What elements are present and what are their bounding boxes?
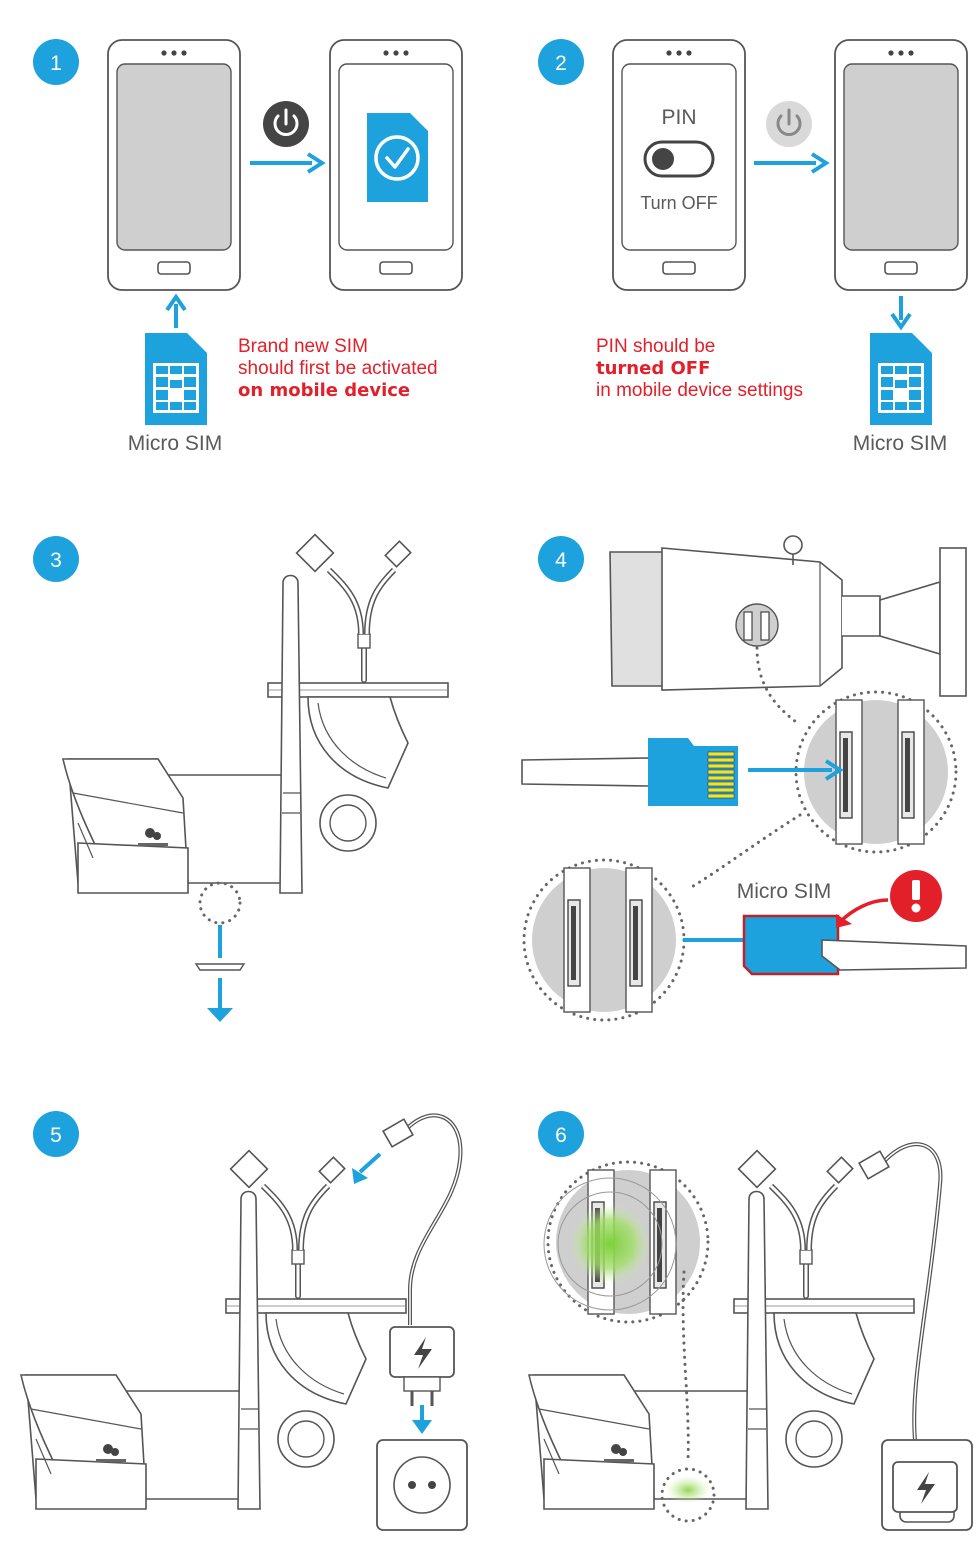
arrow-down (890, 296, 912, 331)
slot-cover (194, 963, 246, 971)
sim-label: Micro SIM (737, 880, 832, 903)
y-cable (297, 535, 411, 680)
toggle-label: Turn OFF (640, 193, 717, 213)
camera-body (62, 574, 449, 894)
camera-body (20, 1190, 407, 1510)
wall-socket-icon (376, 1439, 468, 1531)
led-glow (666, 1476, 710, 1504)
note-line-3: on mobile device (238, 380, 410, 401)
slot-zoom-bottom (531, 867, 677, 1013)
arrow-down (194, 925, 246, 1022)
cover-highlight (198, 881, 242, 925)
step-5: 5 (20, 1111, 468, 1531)
arrow-up (165, 293, 187, 328)
arrow-connect (352, 1152, 382, 1184)
step-5-badge (33, 1111, 79, 1157)
step-1: 1 Micro SIM Brand new SIM should first b… (33, 39, 463, 455)
sim-card-icon (870, 333, 932, 425)
camera-rear-view (609, 535, 967, 697)
step-2-badge (538, 39, 584, 85)
step-3-number: 3 (50, 549, 62, 572)
step-6-number: 6 (555, 1124, 567, 1147)
note-line-3: in mobile device settings (596, 380, 803, 401)
sim-card-icon (145, 333, 207, 425)
toggle-icon (643, 140, 715, 178)
step-1-number: 1 (50, 52, 62, 75)
alert-icon (890, 870, 942, 922)
note-line-1: PIN should be (596, 336, 715, 357)
step-3: 3 (33, 535, 449, 1022)
step-1-badge (33, 39, 79, 85)
step-6: 6 (528, 1111, 973, 1531)
dc-plug (382, 1118, 414, 1148)
arrow-right (754, 152, 830, 174)
power-icon (263, 101, 309, 147)
microsd-card-icon (521, 738, 738, 806)
note-line-1: Brand new SIM (238, 336, 368, 357)
power-adapter-icon (389, 1326, 455, 1378)
power-icon (766, 101, 812, 147)
step-4-number: 4 (555, 549, 567, 572)
step-3-badge (33, 536, 79, 582)
power-adapter-icon (892, 1461, 958, 1513)
zoom-link-2 (688, 813, 802, 890)
step-2-number: 2 (555, 52, 567, 75)
step-4-badge (538, 536, 584, 582)
step-5-number: 5 (50, 1124, 62, 1147)
pin-title: PIN (661, 106, 696, 129)
arrow-down (412, 1405, 432, 1434)
status-led-icon (543, 1177, 677, 1311)
step-6-badge (538, 1111, 584, 1157)
sim-check-icon (367, 113, 428, 202)
arrow-right (250, 152, 326, 174)
sim-card-insert (742, 914, 967, 976)
sim-label: Micro SIM (128, 432, 223, 455)
note-line-2: should first be activated (238, 358, 438, 379)
step-2: 2 PIN Turn OFF Micro SIM PIN should be t… (538, 39, 968, 455)
arrow-right (748, 759, 844, 781)
zoom-link-1 (755, 646, 802, 727)
step-4: 4 (521, 535, 967, 1022)
note-line-2: turned OFF (596, 358, 710, 379)
phone-screen (116, 63, 232, 251)
sim-label: Micro SIM (853, 432, 948, 455)
